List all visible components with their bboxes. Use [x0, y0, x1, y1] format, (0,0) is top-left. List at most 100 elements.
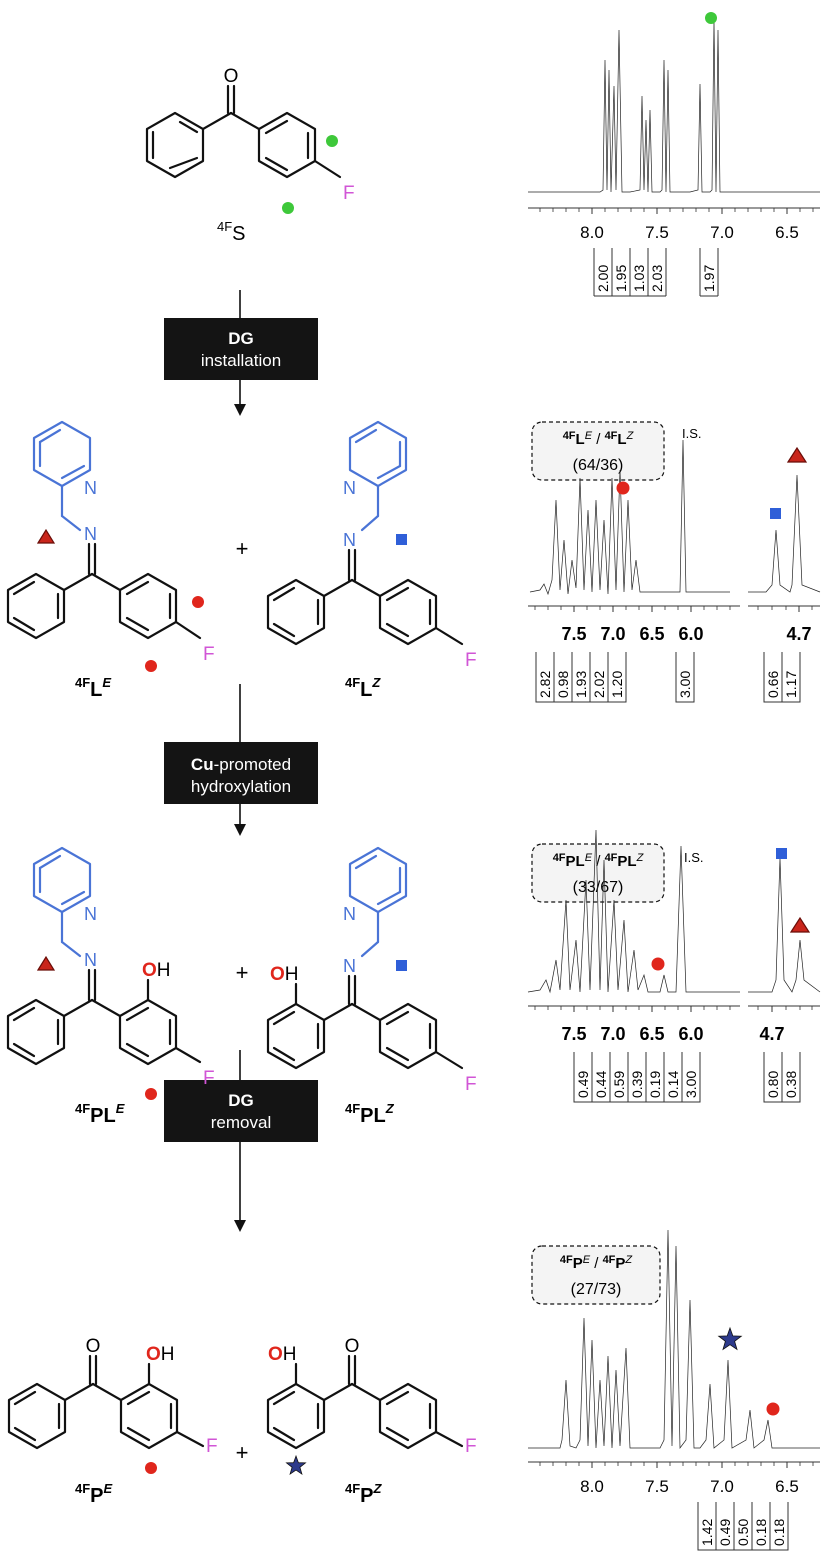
molecule-4flz: N N F	[266, 420, 477, 671]
integral-boxes	[697, 1502, 789, 1551]
minor-ticks	[534, 1006, 813, 1010]
red-dot-marker	[145, 1462, 157, 1474]
ratio-box-title: 4FPLE / 4FPLZ	[553, 852, 645, 870]
molecule-4fle: N N F	[6, 420, 215, 672]
pyridine-n: N	[84, 904, 97, 924]
spectrum-trace	[527, 829, 740, 994]
label-4fple: 4FPLE	[75, 1101, 125, 1127]
integral-value: 1.20	[609, 671, 625, 698]
integral-value: 1.95	[613, 265, 629, 292]
label-4fplz: 4FPLZ	[345, 1101, 395, 1127]
integral-boxes	[535, 652, 801, 703]
integral-value: 1.03	[631, 265, 647, 292]
integral-value: 0.59	[611, 1071, 627, 1098]
major-ticks	[591, 208, 788, 214]
label-4flz: 4FLZ	[345, 675, 381, 701]
step-2-text-line2: hydroxylation	[191, 777, 291, 796]
spectrum-trace-right	[748, 474, 821, 593]
green-dot-marker	[705, 12, 717, 24]
step-3-bold: DG	[228, 1091, 254, 1110]
tick-label: 7.0	[710, 1477, 734, 1496]
plus-sign: +	[236, 960, 249, 985]
tick-label: 6.5	[775, 223, 799, 242]
fluorine-label: F	[203, 644, 215, 665]
star-marker	[717, 1326, 743, 1351]
integral-boxes	[573, 1052, 801, 1103]
red-triangle-marker	[786, 446, 808, 463]
step-3-text: removal	[211, 1113, 271, 1132]
molecule-4fple: N N OH F	[6, 846, 215, 1100]
tick-label: 8.0	[580, 223, 604, 242]
spectrum-trace	[529, 439, 730, 596]
internal-standard-label: I.S.	[682, 426, 702, 441]
blue-square-marker	[396, 960, 407, 971]
red-dot-marker	[766, 1402, 780, 1416]
red-dot-marker	[145, 1088, 157, 1100]
nmr-spectrum-4: 4FPE / 4FPZ (27/73) 8.0 7.5 7.0 6.5 1.42	[528, 1229, 820, 1551]
tick-label: 7.5	[645, 1477, 669, 1496]
blue-square-marker	[776, 848, 787, 859]
spectrum-trace	[528, 1229, 820, 1450]
red-dot-marker	[651, 957, 665, 971]
star-marker	[285, 1454, 307, 1476]
ratio-value: (64/36)	[573, 457, 624, 474]
integral-value: 0.38	[783, 1071, 799, 1098]
step-2-rest: -promoted	[214, 755, 291, 774]
fluorine-label: F	[465, 1436, 477, 1457]
integral-value: 0.44	[593, 1071, 609, 1098]
tick-label: 4.7	[786, 624, 811, 644]
ratio-box	[531, 1245, 661, 1305]
label-4fle: 4FLE	[75, 675, 111, 701]
major-ticks	[573, 1006, 773, 1012]
hydroxyl-label: OH	[142, 960, 171, 981]
tick-label: 6.5	[775, 1477, 799, 1496]
integral-value: 3.00	[683, 1071, 699, 1098]
minor-ticks	[539, 1462, 814, 1466]
step-2-bold: Cu	[191, 755, 214, 774]
imine-n: N	[84, 524, 97, 544]
carbonyl-o: O	[345, 1336, 360, 1357]
integral-value: 0.39	[629, 1071, 645, 1098]
spectrum-trace-right	[748, 857, 821, 993]
pyridine-n: N	[343, 478, 356, 498]
pyridine-n: N	[343, 904, 356, 924]
tick-label: 7.5	[561, 624, 586, 644]
label-4fpz: 4FPZ	[345, 1481, 383, 1507]
tick-label: 4.7	[759, 1024, 784, 1044]
integral-value: 0.49	[575, 1071, 591, 1098]
tick-label: 8.0	[580, 1477, 604, 1496]
nmr-spectrum-1: 8.0 7.5 7.0 6.5 2.00 1.95 1.03 2.03 1.97	[528, 12, 820, 297]
hydroxyl-label: OH	[268, 1344, 297, 1365]
red-triangle-marker	[789, 916, 811, 933]
integral-value: 2.00	[595, 265, 611, 292]
fluorine-label: F	[343, 183, 355, 204]
molecule-4fpe: O OH F	[7, 1336, 218, 1474]
fluorine-label: F	[465, 1074, 477, 1095]
nmr-spectrum-3: 4FPLE / 4FPLZ (33/67) I.S. 7.5 7.0 6.5 6…	[527, 829, 821, 1103]
step-1-bold: DG	[228, 329, 254, 348]
integral-value: 2.03	[649, 265, 665, 292]
integral-value: 0.50	[735, 1519, 751, 1546]
integral-value: 2.82	[537, 671, 553, 698]
step-1-text: installation	[201, 351, 281, 370]
spectrum-trace	[528, 19, 820, 193]
nmr-spectrum-2: 4FLE / 4FLZ (64/36) I.S. 7.5 7.0 6.5 6.0…	[528, 421, 821, 703]
label-4fpe: 4FPE	[75, 1481, 113, 1507]
imine-n: N	[343, 530, 356, 550]
red-dot-marker	[145, 660, 157, 672]
blue-square-marker	[770, 508, 781, 519]
ratio-box	[531, 843, 665, 903]
tick-label: 7.5	[561, 1024, 586, 1044]
tick-label: 6.5	[639, 624, 664, 644]
integral-value: 0.49	[717, 1519, 733, 1546]
integral-boxes	[593, 248, 719, 297]
integral-value: 2.02	[591, 671, 607, 698]
minor-ticks	[534, 606, 813, 610]
red-dot-marker	[192, 596, 204, 608]
integral-value: 0.18	[771, 1519, 787, 1546]
integral-value: 1.42	[699, 1519, 715, 1546]
imine-n: N	[343, 956, 356, 976]
hydroxyl-label: OH	[270, 964, 299, 985]
tick-label: 7.0	[600, 624, 625, 644]
